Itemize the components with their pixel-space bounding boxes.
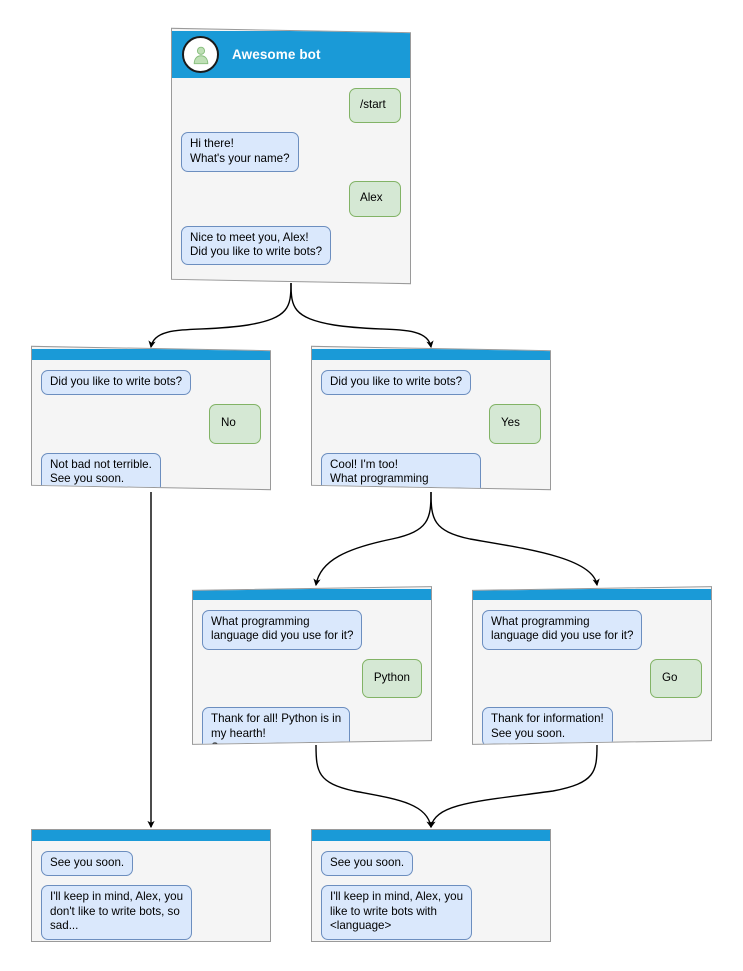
node-no-branch[interactable]: Did you like to write bots? No Not bad n… xyxy=(31,345,271,491)
user-message-bubble[interactable]: /start xyxy=(349,88,401,124)
message-row: Thank for all! Python is in my hearth! S… xyxy=(202,707,422,745)
node-end-happy-titlebar xyxy=(312,830,550,841)
node-root-title: Awesome bot xyxy=(232,47,321,62)
node-yes-branch-titlebar xyxy=(312,349,550,360)
node-go-branch[interactable]: What programming language did you use fo… xyxy=(472,586,712,745)
node-end-happy-chat: See you soon. I'll keep in mind, Alex, y… xyxy=(312,841,550,941)
bot-message-bubble[interactable]: Cool! I'm too! What programming language… xyxy=(321,452,482,491)
message-row: Did you like to write bots? xyxy=(41,370,261,396)
bot-message-bubble[interactable]: Did you like to write bots? xyxy=(321,370,472,396)
message-row: See you soon. xyxy=(321,851,541,877)
message-row: I'll keep in mind, Alex, you like to wri… xyxy=(321,885,541,940)
bot-message-bubble[interactable]: What programming language did you use fo… xyxy=(482,610,643,650)
node-go-branch-titlebar xyxy=(473,589,711,600)
bot-message-bubble[interactable]: Not bad not terrible. See you soon. xyxy=(41,452,161,491)
node-end-sad-chat: See you soon. I'll keep in mind, Alex, y… xyxy=(32,841,270,941)
message-row: Alex xyxy=(181,181,401,217)
message-row: Thank for information! See you soon. xyxy=(482,707,702,745)
user-message-bubble[interactable]: Yes xyxy=(489,404,541,444)
node-root-chat: /start Hi there! What's your name? Alex … xyxy=(172,78,410,277)
message-row: What programming language did you use fo… xyxy=(482,610,702,650)
edge-yes-to-python xyxy=(313,491,432,587)
bot-message-bubble[interactable]: Hi there! What's your name? xyxy=(181,132,299,173)
message-row: Go xyxy=(482,658,702,699)
node-end-sad[interactable]: See you soon. I'll keep in mind, Alex, y… xyxy=(31,829,271,942)
message-row: No xyxy=(41,404,261,444)
user-message-bubble[interactable]: No xyxy=(209,404,261,444)
bot-message-bubble[interactable]: Did you like to write bots? xyxy=(41,370,192,396)
message-row: Not bad not terrible. See you soon. xyxy=(41,452,261,491)
bot-message-bubble[interactable]: Nice to meet you, Alex! Did you like to … xyxy=(181,225,332,266)
node-no-branch-chat: Did you like to write bots? No Not bad n… xyxy=(32,360,270,491)
node-yes-branch[interactable]: Did you like to write bots? Yes Cool! I'… xyxy=(311,345,551,491)
user-message-bubble[interactable]: Go xyxy=(650,658,702,699)
bot-message-bubble[interactable]: See you soon. xyxy=(41,851,134,877)
message-row: /start xyxy=(181,88,401,124)
edge-yes-to-go xyxy=(430,491,600,587)
edge-root-to-yes xyxy=(290,282,434,349)
message-row: Nice to meet you, Alex! Did you like to … xyxy=(181,225,401,266)
bot-message-bubble[interactable]: I'll keep in mind, Alex, you don't like … xyxy=(41,885,193,940)
message-row: I'll keep in mind, Alex, you don't like … xyxy=(41,885,261,940)
bot-message-bubble[interactable]: What programming language did you use fo… xyxy=(202,610,363,650)
bot-message-bubble[interactable]: I'll keep in mind, Alex, you like to wri… xyxy=(321,885,473,940)
node-python-branch-chat: What programming language did you use fo… xyxy=(193,600,431,745)
edge-root-to-no xyxy=(148,282,292,349)
node-end-happy[interactable]: See you soon. I'll keep in mind, Alex, y… xyxy=(311,829,551,942)
node-root-titlebar: Awesome bot xyxy=(172,31,410,78)
node-no-branch-titlebar xyxy=(32,349,270,360)
edge-python-to-end-happy xyxy=(315,744,434,829)
user-message-bubble[interactable]: Python xyxy=(361,658,422,699)
message-row: Hi there! What's your name? xyxy=(181,132,401,173)
bot-message-bubble[interactable]: Thank for information! See you soon. xyxy=(482,707,613,745)
node-end-sad-titlebar xyxy=(32,830,270,841)
node-go-branch-chat: What programming language did you use fo… xyxy=(473,600,711,745)
node-yes-branch-chat: Did you like to write bots? Yes Cool! I'… xyxy=(312,360,550,491)
edge-go-to-end-happy xyxy=(428,744,598,829)
person-avatar-icon xyxy=(182,36,219,73)
message-row: Yes xyxy=(321,404,541,444)
message-row: Python xyxy=(202,658,422,699)
bot-message-bubble[interactable]: See you soon. xyxy=(321,851,414,877)
node-root[interactable]: Awesome bot /start Hi there! What's your… xyxy=(171,27,411,285)
bot-message-bubble[interactable]: Thank for all! Python is in my hearth! S… xyxy=(202,707,351,745)
node-python-branch-titlebar xyxy=(193,589,431,600)
message-row: What programming language did you use fo… xyxy=(202,610,422,650)
node-python-branch[interactable]: What programming language did you use fo… xyxy=(192,586,432,745)
message-row: Cool! I'm too! What programming language… xyxy=(321,452,541,491)
message-row: See you soon. xyxy=(41,851,261,877)
user-message-bubble[interactable]: Alex xyxy=(349,181,401,217)
message-row: Did you like to write bots? xyxy=(321,370,541,396)
